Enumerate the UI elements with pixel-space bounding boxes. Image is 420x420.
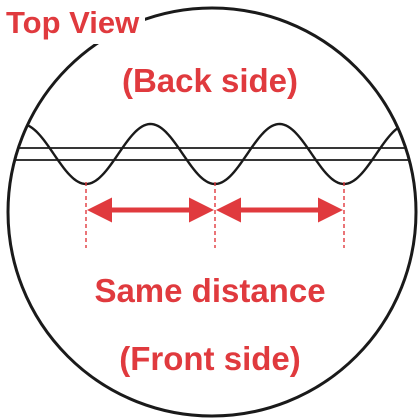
fabric-group <box>8 122 416 186</box>
same-distance-label: Same distance <box>94 272 326 309</box>
back-side-label: (Back side) <box>121 62 299 99</box>
guide-lines <box>85 182 345 248</box>
front-side-label: (Front side) <box>119 340 301 377</box>
view-label: Top View <box>6 4 140 40</box>
view-label-box: Top View <box>0 0 146 44</box>
wave-line <box>8 122 416 186</box>
